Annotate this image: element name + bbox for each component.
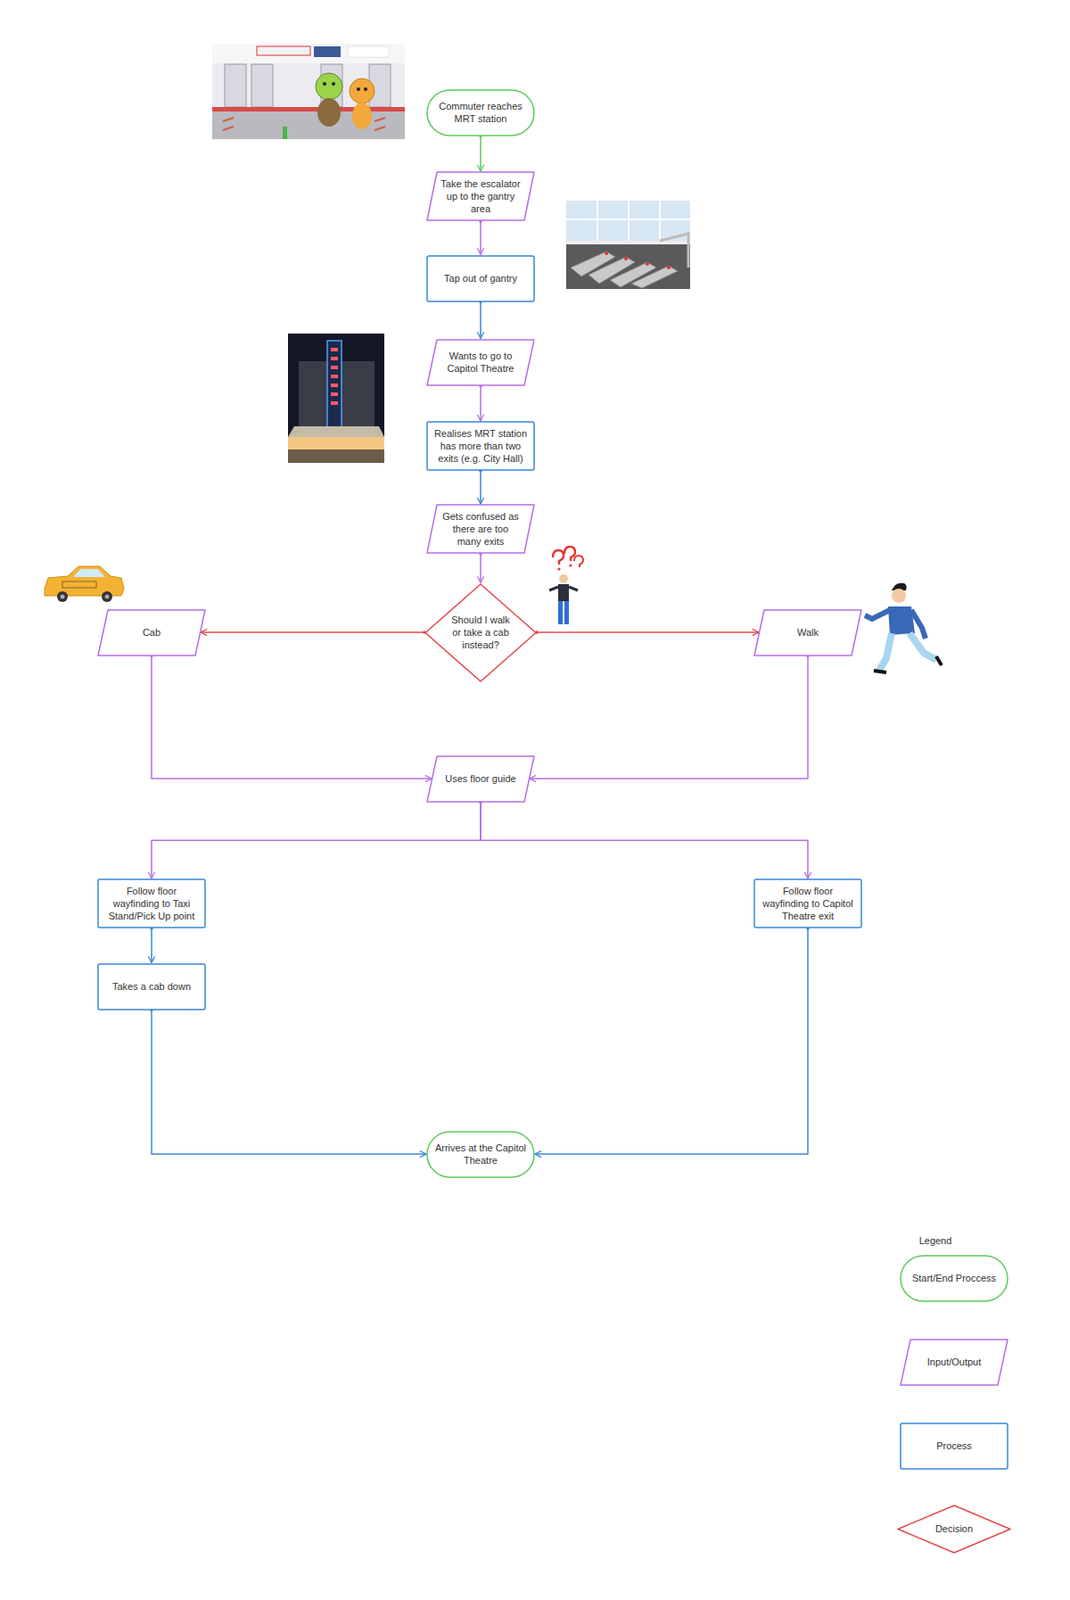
shape-outline <box>426 89 535 137</box>
flow-connector <box>151 656 432 780</box>
shape-outline <box>425 584 536 682</box>
node-text: Follow floor wayfinding to Capitol Theat… <box>758 884 857 922</box>
io-parallelogram: Walk <box>753 609 863 657</box>
flow-connector <box>479 302 482 339</box>
shape-outline <box>426 1130 535 1178</box>
capitol-theatre-photo <box>288 333 385 463</box>
shape-outline <box>900 1255 1008 1301</box>
legend-item: Process <box>899 1422 1009 1470</box>
shape-outline <box>426 338 535 387</box>
shape-outline <box>427 339 535 386</box>
process-box: Tap out of gantry <box>426 255 535 303</box>
node-text: Decision <box>922 1522 986 1535</box>
node-text: Gets confused as there are too many exit… <box>440 510 521 548</box>
shape-outline <box>98 609 206 656</box>
shape-outline <box>427 504 535 553</box>
flow-connector <box>200 631 425 634</box>
flow-connector <box>529 656 808 780</box>
flow-connector <box>536 631 759 634</box>
flow-connector <box>479 553 482 584</box>
shape-outline <box>900 1339 1008 1385</box>
io-parallelogram: Uses floor guide <box>426 755 535 803</box>
flow-connector <box>480 802 808 880</box>
shape-outline <box>427 90 535 136</box>
terminal-box: Arrives at the Capitol Theatre <box>426 1130 535 1178</box>
shape-outline <box>427 255 535 302</box>
node-text: Take the escalator up to the gantry area <box>440 177 521 215</box>
shape-outline <box>897 1505 1011 1553</box>
io-parallelogram: Take the escalator up to the gantry area <box>426 171 535 222</box>
walking-person-icon <box>864 583 942 673</box>
shape-outline <box>427 172 535 221</box>
node-text: Realises MRT station has more than two e… <box>431 427 530 465</box>
legend-heading: Legend <box>919 1234 953 1247</box>
flow-connector <box>151 1010 427 1155</box>
decision-diamond: Should I walk or take a cab instead? <box>424 583 537 683</box>
shape-outline <box>427 1131 535 1177</box>
flow-connector <box>479 221 482 256</box>
node-text: Commuter reaches MRT station <box>431 99 530 125</box>
node-text: Start/End Proccess <box>905 1271 1004 1284</box>
process-box: Takes a cab down <box>97 963 206 1011</box>
legend-item: Decision <box>897 1504 1012 1554</box>
io-parallelogram: Gets confused as there are too many exit… <box>426 503 535 554</box>
io-parallelogram: Cab <box>97 609 206 657</box>
legend-item: Start/End Proccess <box>899 1254 1009 1302</box>
shape-outline <box>900 1423 1008 1469</box>
node-text: Walk <box>767 625 848 639</box>
shape-outline <box>754 879 862 928</box>
process-box: Follow floor wayfinding to Taxi Stand/Pi… <box>97 878 206 929</box>
node-text: Arrives at the Capitol Theatre <box>431 1141 530 1167</box>
node-text: Tap out of gantry <box>431 271 530 285</box>
shape-outline <box>98 879 206 928</box>
process-box: Realises MRT station has more than two e… <box>426 420 535 471</box>
node-text: Input/Output <box>913 1355 995 1368</box>
node-text: Follow floor wayfinding to Taxi Stand/Pi… <box>102 884 201 922</box>
flow-connector <box>479 136 482 173</box>
shape-outline <box>754 609 862 656</box>
flow-connector <box>479 470 482 504</box>
confused-person-icon <box>549 546 584 625</box>
node-text: Cab <box>111 625 192 639</box>
flow-connector <box>479 386 482 422</box>
shape-outline <box>427 421 535 470</box>
flow-connector <box>150 928 153 963</box>
io-parallelogram: Wants to go to Capitol Theatre <box>426 338 535 387</box>
node-text: Takes a cab down <box>102 979 201 993</box>
shape-outline <box>98 963 206 1010</box>
gantry-illustration <box>566 200 691 289</box>
node-text: Should I walk or take a cab instead? <box>447 613 514 651</box>
node-text: Wants to go to Capitol Theatre <box>440 349 521 375</box>
shape-outline <box>427 756 535 802</box>
node-text: Uses floor guide <box>440 772 521 785</box>
node-text: Process <box>905 1439 1004 1452</box>
terminal-box: Commuter reaches MRT station <box>426 89 535 137</box>
flow-connector <box>151 802 481 880</box>
process-box: Follow floor wayfinding to Capitol Theat… <box>753 878 863 929</box>
taxi-icon <box>44 566 124 602</box>
mrt-platform-illustration <box>212 43 405 140</box>
flow-connector <box>535 928 808 1154</box>
legend-item: Input/Output <box>899 1338 1009 1386</box>
